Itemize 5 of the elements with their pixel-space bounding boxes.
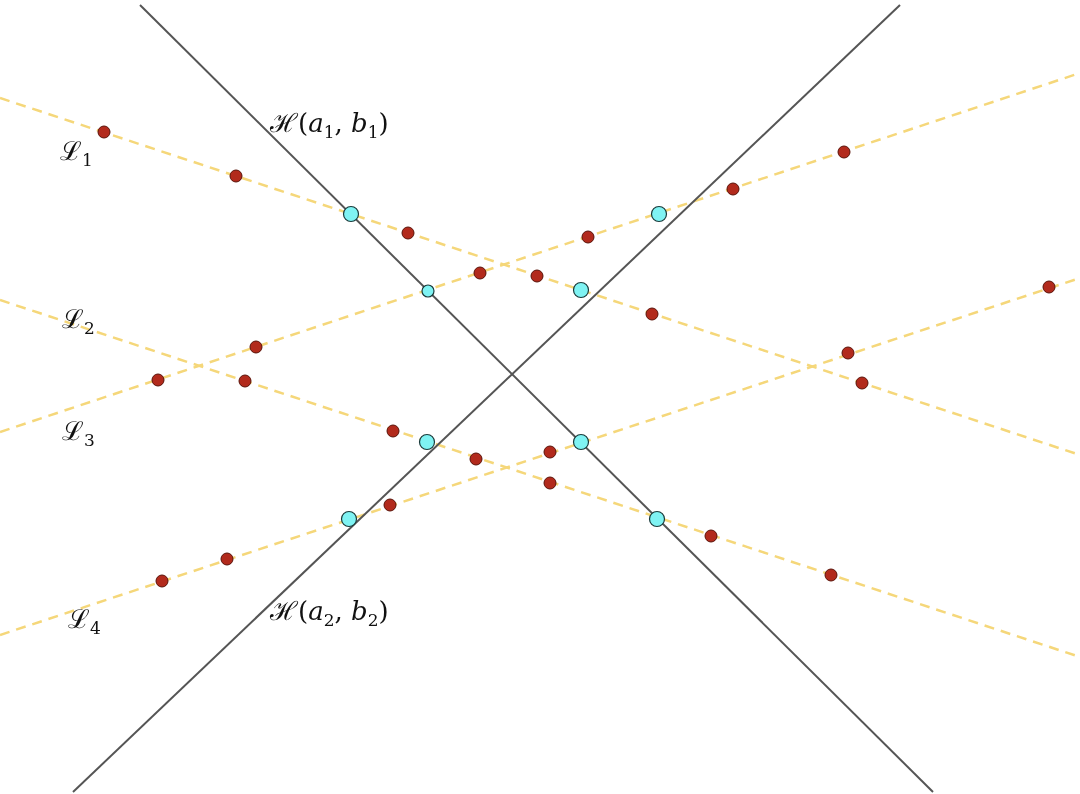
line-label: ℒ$_{1}$: [60, 138, 93, 170]
hyperplane-label: ℋ(a$_{1}$, b$_{1}$): [270, 110, 389, 142]
line-label: ℒ$_{4}$: [68, 606, 101, 638]
line-label: ℒ$_{3}$: [62, 418, 95, 450]
hyperplane-label: ℋ(a$_{2}$, b$_{2}$): [270, 598, 389, 630]
